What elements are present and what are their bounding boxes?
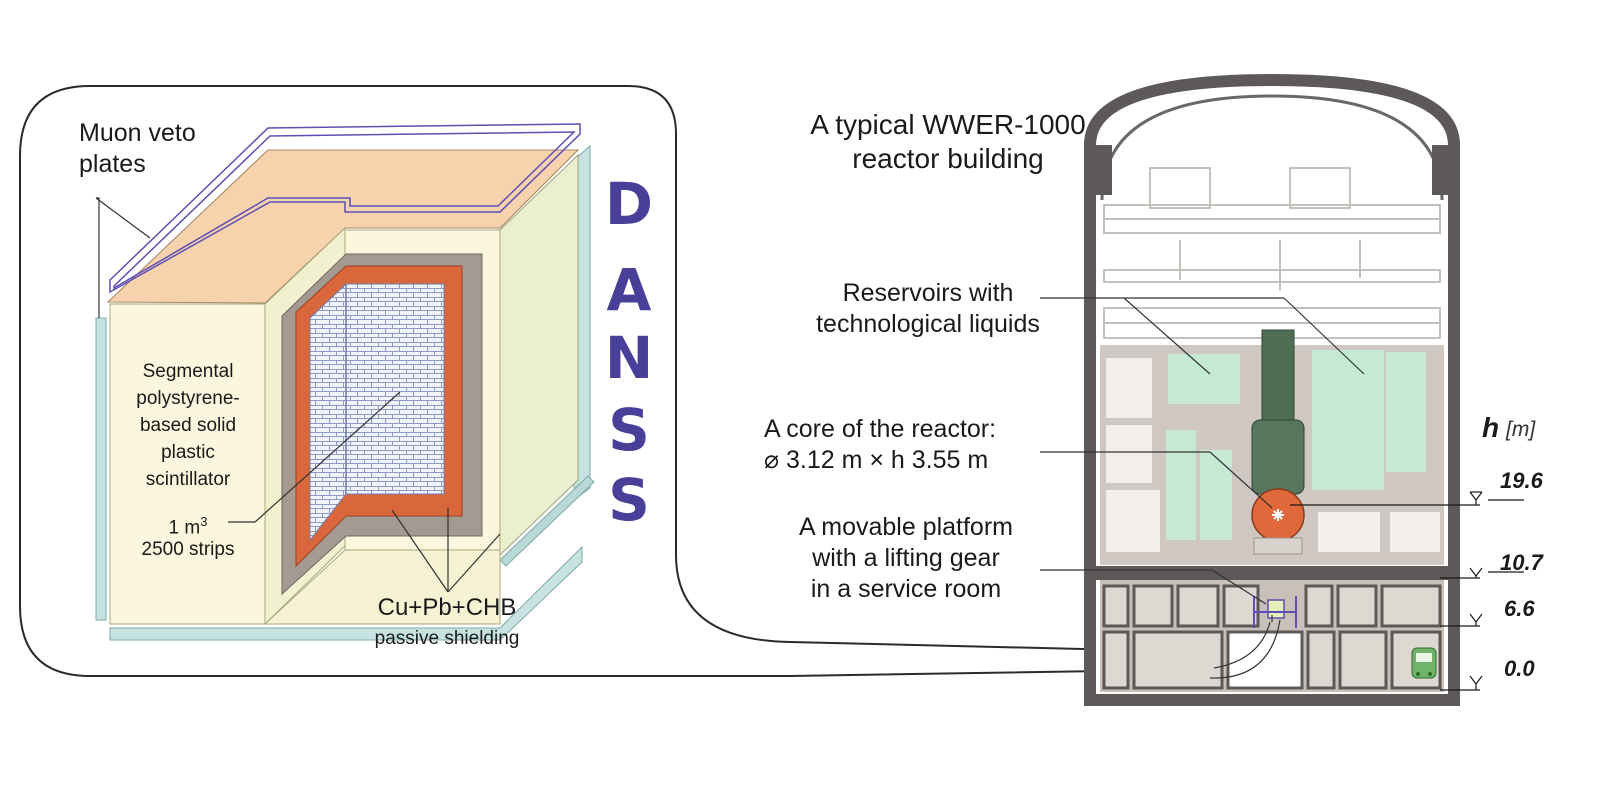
detector-body (106, 149, 580, 626)
strips-label: 2500 strips (141, 539, 235, 560)
scintillator-label: Segmental polystyrene- based solid plast… (136, 361, 240, 490)
detector-name-letter: S (608, 466, 650, 534)
platform-label: A movable platform with a lifting gear i… (799, 513, 1013, 603)
height-axis-label: h (1482, 412, 1500, 443)
reactor-building (1084, 73, 1460, 706)
top-veto-plate (109, 123, 581, 294)
shielding-label: Cu+Pb+CHB (377, 594, 517, 621)
muon-veto-label: Muon veto plates (79, 119, 196, 178)
shielding-sublabel: passive shielding (374, 628, 520, 649)
reservoirs-label: Reservoirs with technological liquids (816, 279, 1040, 338)
detector-name-letter: D (604, 170, 654, 238)
detector-leader-lines (95, 197, 501, 593)
height-mark: 19.6 (1500, 468, 1543, 493)
train-icon (1411, 647, 1437, 679)
height-mark: 0.0 (1504, 656, 1535, 681)
core-label: A core of the reactor: ⌀ 3.12 m × h 3.55… (764, 415, 997, 474)
volume-label: 1 m3 (168, 514, 208, 539)
height-scale-lines (1290, 491, 1524, 691)
detector-name-letter: A (606, 256, 652, 324)
height-mark: 10.7 (1500, 550, 1543, 575)
detector-name-letter: S (608, 396, 650, 464)
building-title: A typical WWER-1000 reactor building (810, 109, 1086, 174)
detector-name-letter: N (604, 324, 654, 392)
height-axis-unit: [m] (1506, 418, 1536, 441)
building-leader-lines (1040, 297, 1365, 679)
height-mark: 6.6 (1504, 596, 1535, 621)
